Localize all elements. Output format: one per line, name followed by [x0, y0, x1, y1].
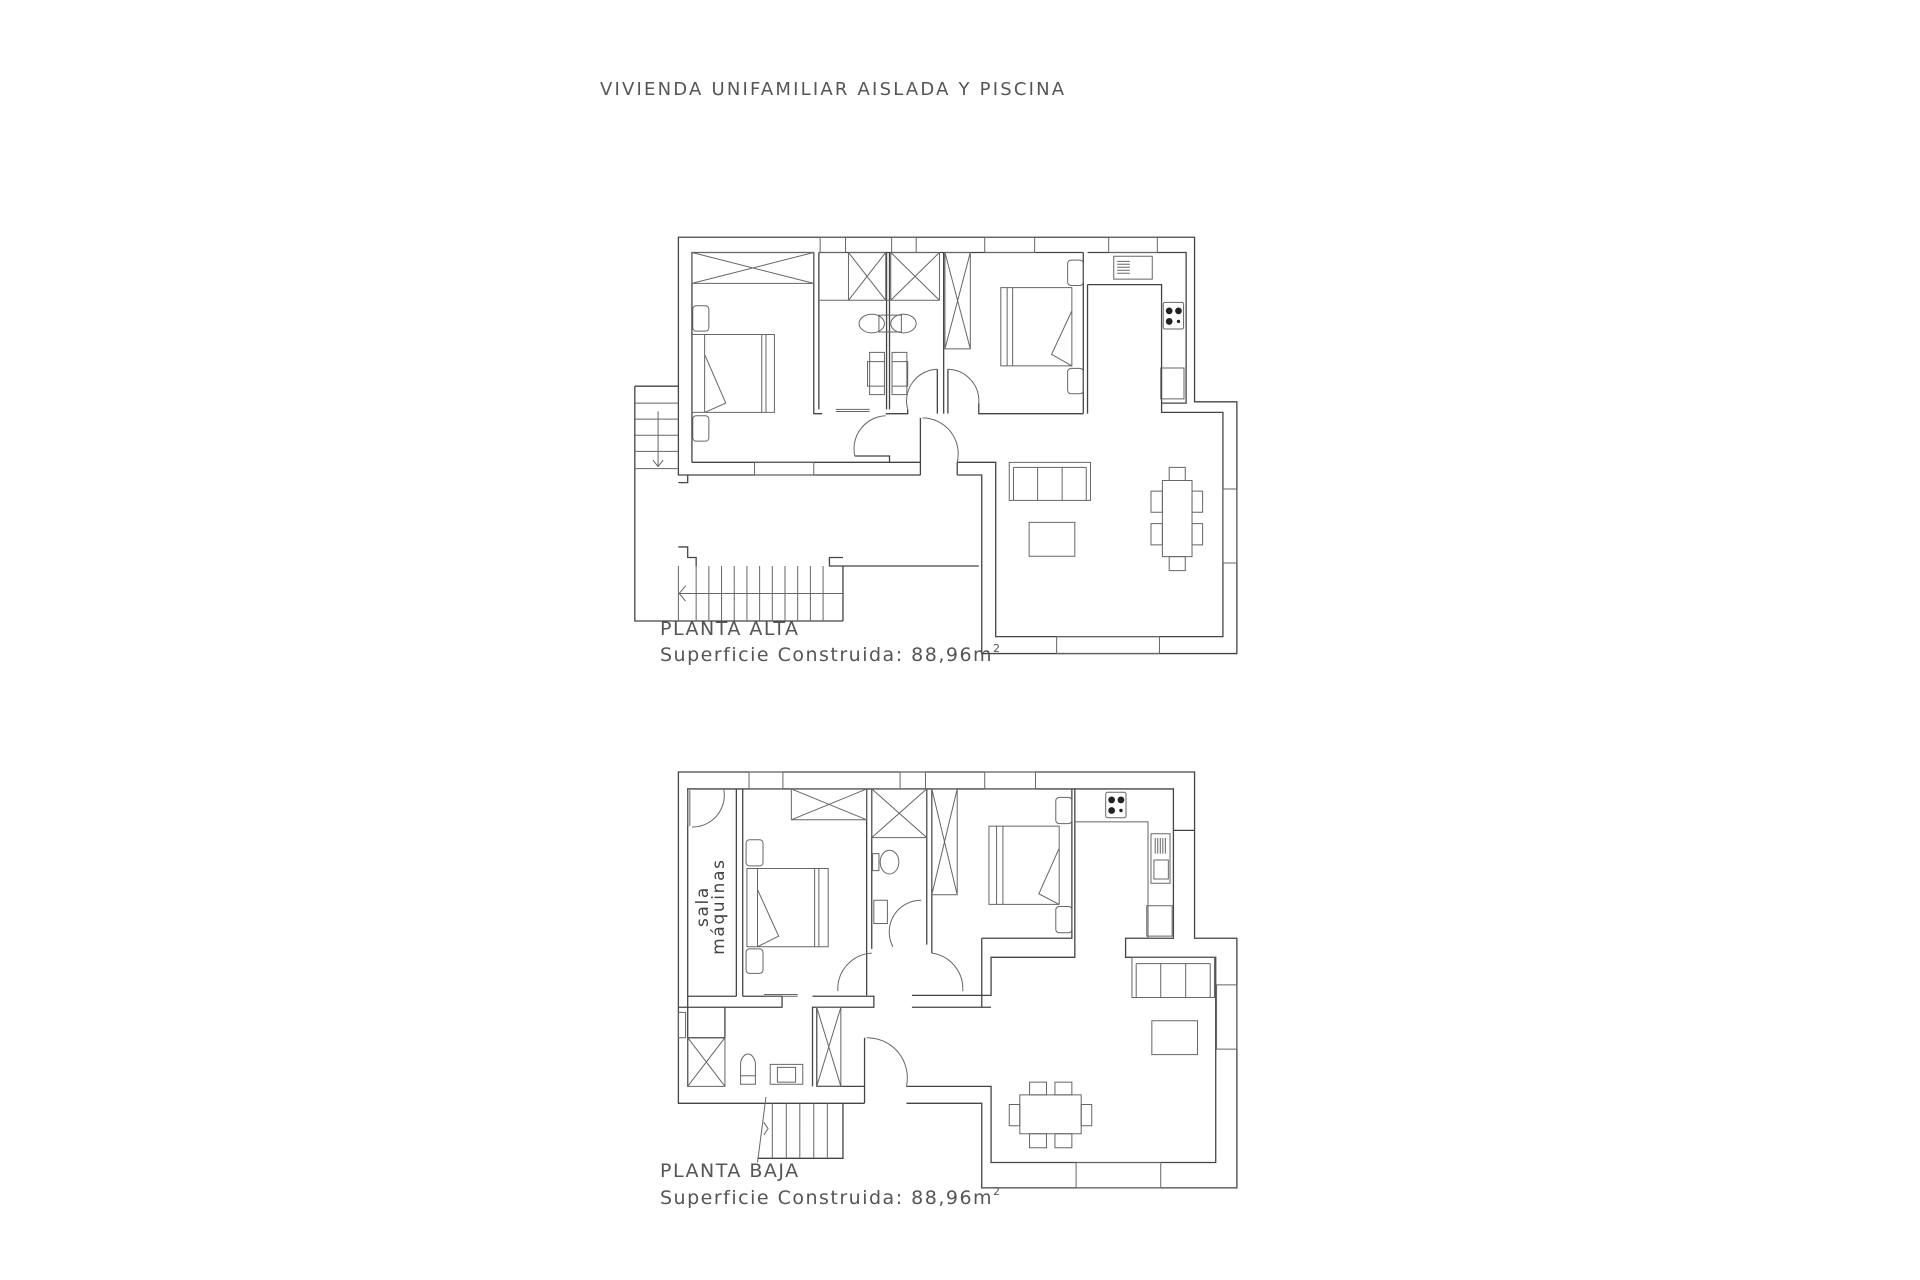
fridge: [1147, 906, 1172, 936]
interior-walls: [814, 252, 1162, 462]
terrace-stairs: [635, 386, 979, 621]
bed: [692, 335, 775, 413]
area-text: Superficie Construida: 88,96m: [660, 1187, 994, 1209]
sheet-title: VIVIENDA UNIFAMILIAR AISLADA Y PISCINA: [600, 79, 1067, 100]
entrance-stairs: [758, 1097, 843, 1163]
coffee-table: [1029, 522, 1075, 556]
bed: [747, 868, 828, 946]
upper-floor-plan: [635, 237, 1237, 653]
bed: [989, 826, 1059, 904]
area-superscript: 2: [993, 642, 1002, 655]
wardrobe: [791, 789, 866, 820]
exterior-wall-outer: [678, 237, 1236, 653]
windows: [755, 237, 1237, 653]
toilet: [741, 850, 899, 1084]
washbasins: [836, 352, 908, 411]
hob: [1163, 302, 1183, 329]
fridge: [1161, 368, 1184, 399]
coffee-table: [1152, 1021, 1198, 1055]
door-swing: [854, 369, 979, 462]
wardrobe: [932, 789, 957, 895]
exterior-wall-outer: [678, 772, 1236, 1188]
area-superscript: 2: [993, 1185, 1002, 1198]
dining-table: [1151, 467, 1203, 570]
lower-floor-plan: sala máquinas: [678, 772, 1236, 1188]
area-text: Superficie Construida: 88,96m: [660, 644, 994, 666]
wardrobe: [692, 252, 814, 283]
sofa: [1132, 957, 1215, 997]
area-label-upper: Superficie Construida: 88,96m2: [660, 642, 1002, 666]
svg-text:máquinas: máquinas: [708, 858, 728, 954]
door-swing: [692, 789, 963, 1086]
plan-title-lower: PLANTA BAJA: [660, 1160, 800, 1182]
wardrobe: [817, 1007, 841, 1086]
toilets: [859, 314, 916, 333]
dining-table: [1009, 1082, 1092, 1148]
washbasin: [770, 900, 887, 1084]
wardrobe: [945, 252, 970, 348]
room-label-sala-maquinas: sala máquinas: [692, 858, 728, 954]
hob: [1106, 792, 1126, 817]
bed: [1001, 288, 1072, 366]
shower: [819, 252, 940, 300]
sink: [1151, 834, 1170, 884]
shower: [688, 789, 927, 1086]
windows: [678, 772, 1236, 1188]
svg-text:sala: sala: [692, 886, 712, 927]
sofa: [1009, 462, 1090, 500]
plan-title-upper: PLANTA ALTA: [660, 618, 800, 640]
sink: [1114, 256, 1153, 279]
exterior-wall-inner: [688, 789, 1216, 1163]
area-label-lower: Superficie Construida: 88,96m2: [660, 1185, 1002, 1209]
